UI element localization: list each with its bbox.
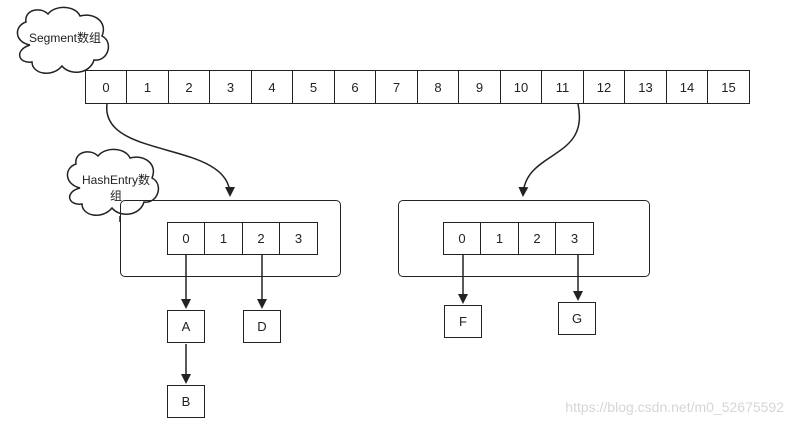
segment-cell-11: 11: [541, 70, 584, 104]
segment-cell-9: 9: [458, 70, 501, 104]
segment-cell-2: 2: [167, 70, 211, 104]
node-b: B: [167, 385, 205, 418]
segment-cloud-shape: [16, 6, 110, 74]
node-d: D: [243, 310, 281, 343]
segment-cell-0: 0: [84, 70, 128, 104]
node-a: A: [167, 310, 205, 343]
node-f: F: [444, 305, 482, 338]
left-hashentry-cell-3: 3: [279, 222, 318, 255]
segment-cell-1: 1: [126, 70, 169, 104]
segment-cell-6: 6: [333, 70, 377, 104]
segment-array-label: Segment数组: [28, 31, 102, 45]
segment-cell-4: 4: [250, 70, 294, 104]
left-hashentry-array: 0 1 2 3: [166, 222, 318, 255]
right-hashentry-cell-0: 0: [442, 222, 482, 255]
segment-cell-3: 3: [209, 70, 252, 104]
segment-cell-7: 7: [375, 70, 418, 104]
right-hashentry-cell-3: 3: [555, 222, 594, 255]
right-hashentry-cell-1: 1: [480, 222, 519, 255]
segment-cell-15: 15: [707, 70, 750, 104]
right-hashentry-container: [398, 200, 650, 277]
right-hashentry-cell-2: 2: [517, 222, 557, 255]
hashentry-array-label: HashEntry数组: [81, 173, 151, 203]
hashentry-cloud-shape: [66, 148, 160, 216]
right-hashentry-array: 0 1 2 3: [442, 222, 594, 255]
segment-array: 0 1 2 3 4 5 6 7 8 9 10 11 12 13 14 15: [84, 70, 750, 104]
left-hashentry-cell-0: 0: [166, 222, 206, 255]
arrow-seg11-to-hashentry: [518, 103, 581, 197]
segment-cell-10: 10: [499, 70, 543, 104]
arrow-seg0-to-hashentry: [106, 103, 235, 197]
segment-cell-8: 8: [416, 70, 460, 104]
left-hashentry-cell-1: 1: [204, 222, 243, 255]
segment-cell-14: 14: [665, 70, 709, 104]
segment-cell-5: 5: [292, 70, 335, 104]
segment-cell-13: 13: [624, 70, 667, 104]
left-hashentry-container: [120, 200, 341, 277]
left-hashentry-cell-2: 2: [241, 222, 281, 255]
watermark: https://blog.csdn.net/m0_52675592: [565, 399, 784, 415]
segment-cell-12: 12: [582, 70, 626, 104]
node-g: G: [558, 302, 596, 335]
